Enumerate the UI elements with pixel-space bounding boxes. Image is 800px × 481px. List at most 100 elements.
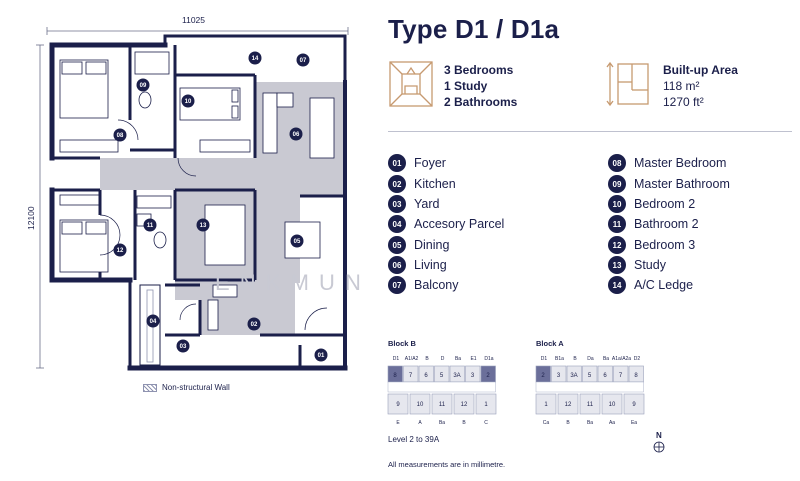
svg-text:05: 05 (294, 239, 301, 245)
legend-item-accesory-parcel: 04 Accesory Parcel (388, 215, 504, 233)
legend-number: 04 (388, 215, 406, 233)
footnote: All measurements are in millimetre. (388, 460, 506, 469)
summary-study: 1 Study (444, 79, 488, 93)
summary-bathrooms: 2 Bathrooms (444, 95, 518, 109)
legend-label: Master Bathroom (634, 177, 730, 191)
block-top-label: B1a (555, 356, 564, 362)
unit-number: 7 (409, 373, 413, 379)
legend-label: Balcony (414, 278, 459, 292)
legend-label: Bathroom 2 (634, 217, 699, 231)
marker-12: 12 (113, 243, 127, 257)
marker-02: 02 (247, 317, 261, 331)
legend-number: 08 (608, 154, 626, 172)
unit-number: 9 (396, 402, 400, 408)
svg-text:10: 10 (185, 99, 192, 105)
unit-cell (409, 393, 431, 415)
block-top-label: B (425, 356, 429, 362)
unit-cell (579, 393, 601, 415)
legend-item-master-bathroom: 09 Master Bathroom (608, 175, 730, 193)
unit-number: 6 (424, 373, 428, 379)
legend-label: Yard (414, 197, 440, 211)
legend-number: 10 (608, 195, 626, 213)
legend-item-bedroom-2: 10 Bedroom 2 (608, 195, 695, 213)
unit-number: 5 (440, 373, 444, 379)
block-top-label: D2 (634, 356, 641, 362)
marker-05: 05 (290, 234, 304, 248)
unit-cell (431, 393, 453, 415)
legend-label: Bedroom 2 (634, 197, 696, 211)
marker-06: 06 (289, 127, 303, 141)
unit-number: 3A (453, 373, 460, 379)
legend-label: Kitchen (414, 177, 456, 191)
unit-cell (557, 393, 579, 415)
legend-number: 13 (608, 256, 626, 274)
unit-number: 8 (634, 373, 638, 379)
block-top-label: E1 (470, 356, 476, 362)
unit-number: 12 (565, 402, 572, 408)
north-arrow-icon: N (653, 431, 665, 453)
block-top-label: A1/A2 (405, 356, 419, 362)
svg-text:09: 09 (140, 83, 147, 89)
legend-number: 06 (388, 256, 406, 274)
divider (388, 131, 792, 132)
legend-number: 03 (388, 195, 406, 213)
marker-10: 10 (181, 94, 195, 108)
svg-text:13: 13 (200, 223, 207, 229)
legend-label: Accesory Parcel (414, 217, 505, 231)
unit-number: 6 (603, 373, 607, 379)
unit-number: 3 (471, 373, 475, 379)
block-bottom-label: Ba (439, 420, 445, 426)
unit-number: 1 (544, 402, 548, 408)
marker-04: 04 (146, 314, 160, 328)
unit-number: 9 (632, 402, 636, 408)
unit-number: 8 (393, 373, 397, 379)
block-top-label: Ba (603, 356, 609, 362)
marker-14: 14 (248, 51, 262, 65)
legend-number: 09 (608, 175, 626, 193)
plan-width-dimension: 11025 (182, 15, 205, 25)
svg-text:02: 02 (251, 322, 258, 328)
block-top-label: D1a (484, 356, 493, 362)
block-top-label: D (441, 356, 445, 362)
unit-number: 11 (587, 402, 594, 408)
block-bottom-label: Aa (609, 420, 615, 426)
legend-number: 12 (608, 236, 626, 254)
block-bottom-label: B (566, 420, 570, 426)
unit-cell (475, 393, 497, 415)
unit-number: 12 (461, 402, 468, 408)
legend-item-yard: 03 Yard (388, 195, 439, 213)
area-summary: Built-up Area 118 m² 1270 ft² (663, 62, 738, 110)
block-bottom-label: Ba (587, 420, 593, 426)
block-a-title: Block A (536, 339, 564, 348)
legend-label: Dining (414, 238, 450, 252)
bedroom-perspective-icon (389, 61, 433, 107)
block-bottom-label: Ca (543, 420, 550, 426)
svg-text:08: 08 (117, 133, 124, 139)
unit-number: 2 (486, 373, 490, 379)
corridor (535, 381, 644, 393)
page-title: Type D1 / D1a (388, 14, 560, 44)
unit-cell (535, 393, 557, 415)
legend-label: Bedroom 3 (634, 238, 696, 252)
svg-text:12: 12 (117, 248, 124, 254)
block-top-label: Da (587, 356, 594, 362)
block-top-label: Ba (455, 356, 461, 362)
summary-bedrooms: 3 Bedrooms (444, 63, 514, 77)
marker-07: 07 (296, 53, 310, 67)
area-m2: 118 m² (663, 79, 700, 93)
block-top-label: D1 (393, 356, 400, 362)
legend-number: 01 (388, 154, 406, 172)
unit-number: 10 (609, 402, 616, 408)
area-label: Built-up Area (663, 63, 738, 77)
unit-number: 10 (417, 402, 424, 408)
unit-cell (623, 393, 645, 415)
room-summary: 3 Bedrooms 1 Study 2 Bathrooms (444, 62, 517, 110)
legend-label: Foyer (414, 156, 446, 170)
block-bottom-label: A (418, 420, 422, 426)
